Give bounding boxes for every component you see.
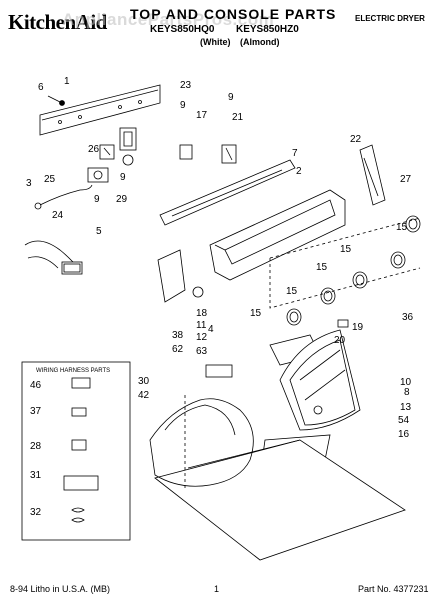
callout-label: 18 [196,308,208,319]
callout-label: 13 [400,402,412,413]
kit-item-label: 46 [30,380,42,391]
timer-bracket [119,127,137,166]
callout-labels: 1 23 6 9 17 9 21 26 22 3 7 25 2 9 27 24 … [26,76,414,440]
kit-item-label: 37 [30,406,42,417]
control-knobs [269,215,421,326]
footer-part-number: Part No. 4377231 [358,584,429,594]
product-type: ELECTRIC DRYER [355,14,425,23]
callout-label: 20 [334,335,346,346]
colour-almond: (Almond) [240,37,280,47]
callout-label: 22 [350,134,362,145]
lint-screen [279,329,361,431]
kit-part-37 [71,407,87,417]
callout-label: 36 [402,312,414,323]
callout-label: 5 [96,226,102,237]
wiring-kit-title: WIRING HARNESS PARTS [36,368,110,374]
callout-label: 38 [172,330,184,341]
watermark: AppliancePartsPros.com [62,10,275,29]
kit-item-label: 31 [30,470,42,481]
switch-26 [99,144,115,160]
screw-8 [313,405,323,415]
top-panel [154,439,406,561]
callout-label: 12 [196,332,208,343]
callout-label: 15 [396,222,408,233]
callout-label: 24 [52,210,64,221]
push-button-19 [337,319,349,328]
end-cap [359,144,386,206]
grommet-18 [192,286,204,298]
callout-label: 7 [292,148,298,159]
callout-label: 26 [88,144,100,155]
callout-label: 54 [398,415,410,426]
callout-label: 42 [138,390,150,401]
callout-label: 15 [286,286,298,297]
callout-label: 25 [44,174,56,185]
brand-logo: KitchenAid [8,10,107,34]
callout-label: 15 [316,262,328,273]
switch-17 [179,144,193,160]
callout-label: 15 [250,308,262,319]
wire-24 [39,184,93,206]
model-number-white: KEYS850HQ0 [150,24,215,35]
model-number-almond: KEYS850HZ0 [236,24,299,35]
callout-label: 10 [400,377,412,388]
callout-label: 9 [94,194,100,205]
console-panel [209,189,346,281]
callout-label: 9 [228,92,234,103]
kit-part-46 [71,377,91,389]
kit-item-label: 32 [30,507,42,518]
wiring-kit-box [21,361,131,541]
callout-label: 63 [196,346,208,357]
colour-white: (White) [200,37,231,47]
kit-part-31 [63,475,99,491]
callout-label: 23 [180,80,192,91]
callout-label: 29 [116,194,128,205]
callout-label: 17 [196,110,208,121]
callout-label: 15 [340,244,352,255]
bracket-62 [205,364,233,378]
callout-label: 3 [26,178,32,189]
sensor-25 [87,167,109,183]
callout-label: 9 [120,172,126,183]
kit-item-label: 28 [30,441,42,452]
footer-page: 1 [214,584,220,594]
callout-label: 62 [172,344,184,355]
callout-label: 2 [296,166,302,177]
callout-label: 11 [196,320,207,331]
callout-label: 21 [232,112,244,123]
callout-label: 8 [404,387,410,398]
callout-label: 4 [208,324,214,335]
switch-21 [221,144,237,164]
console-side-panel [157,249,186,303]
kit-part-28 [71,439,87,451]
callout-label: 30 [138,376,150,387]
callout-label: 9 [180,100,186,111]
console-back-panel [39,84,161,136]
kit-part-32 [71,507,85,523]
footer-date: 8-94 Litho in U.S.A. (MB) [10,584,111,594]
wiring-harness-42 [149,398,254,487]
callout-label: 1 [64,76,70,87]
callout-label: 27 [400,174,412,185]
screw-icon [47,95,65,106]
callout-label: 19 [352,322,364,333]
harness-5 [24,240,83,275]
page-title: TOP AND CONSOLE PARTS [130,6,337,22]
callout-label: 6 [38,82,44,93]
mounting-bracket [159,159,296,226]
callout-label: 16 [398,429,410,440]
